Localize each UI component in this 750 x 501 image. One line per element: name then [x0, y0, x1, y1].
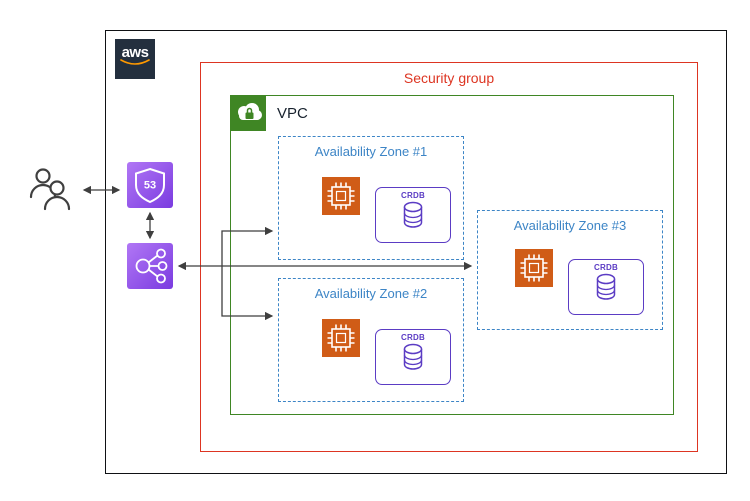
database-icon: [402, 343, 424, 371]
ec2-instance-icon: [322, 177, 360, 215]
security-group-boundary: Security group: [200, 62, 698, 452]
vpc-icon: [230, 95, 266, 131]
crdb-label: CRDB: [594, 263, 618, 272]
aws-cloud-boundary: aws: [105, 30, 727, 474]
database-icon: [402, 201, 424, 229]
crdb-node: CRDB: [568, 259, 644, 315]
route53-number: 53: [144, 180, 156, 192]
crdb-label: CRDB: [401, 191, 425, 200]
users-icon: [26, 164, 78, 221]
ec2-instance-icon: [515, 249, 553, 287]
crdb-label: CRDB: [401, 333, 425, 342]
crdb-node: CRDB: [375, 187, 451, 243]
load-balancer-icon: [127, 243, 173, 289]
vpc-label: VPC: [277, 105, 308, 122]
aws-logo: aws: [115, 39, 155, 79]
availability-zone-3: Availability Zone #3 CRDB: [477, 210, 663, 330]
crdb-node: CRDB: [375, 329, 451, 385]
security-group-label: Security group: [403, 70, 495, 86]
aws-logo-text: aws: [121, 44, 149, 61]
availability-zone-1-label: Availability Zone #1: [314, 144, 428, 159]
route53-icon: 53: [127, 162, 173, 208]
database-icon: [595, 273, 617, 301]
availability-zone-2: Availability Zone #2 CRDB: [278, 278, 464, 402]
availability-zone-2-label: Availability Zone #2: [314, 286, 428, 301]
availability-zone-3-label: Availability Zone #3: [513, 218, 627, 233]
availability-zone-1: Availability Zone #1 CRDB: [278, 136, 464, 260]
ec2-instance-icon: [322, 319, 360, 357]
aws-smile-icon: [120, 59, 150, 65]
